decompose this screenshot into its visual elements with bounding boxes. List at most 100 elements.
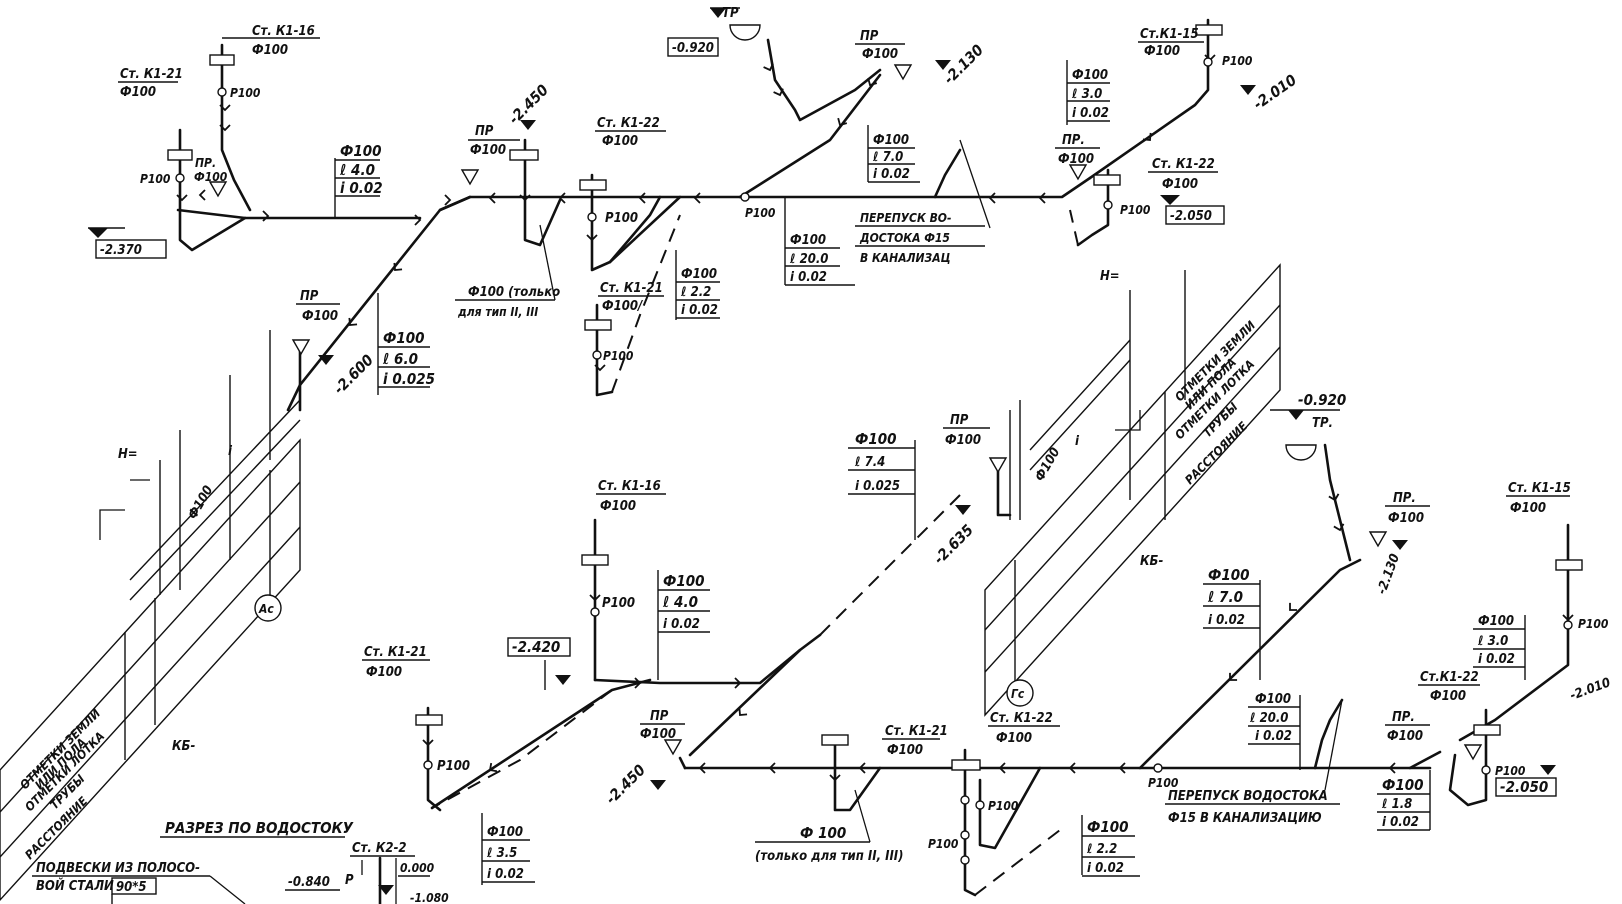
riser-k1-22b-dia: Ф100 [1430, 689, 1466, 704]
spec-box: Ф100 ℓ 2.2 i 0.02 [1081, 815, 1140, 877]
spec-dia: Ф100 [487, 825, 523, 840]
elevation-mark: -2.010 [1568, 675, 1612, 703]
left-profile-table: ОТМЕТКИ ЗЕМЛИ ИЛИ ПОЛА ОТМЕТКИ ЛОТКА ТРУ… [0, 330, 301, 902]
left-fitting-labels: Р100 Р100 Р100 Р100 Р100 Р100 Р100 ПР. Ф… [140, 6, 1253, 363]
riser-k1-15-dia: Ф100 [1510, 501, 1546, 516]
spec-length: ℓ 7.0 [1207, 588, 1243, 606]
spec-dia: Ф100 [681, 267, 717, 282]
left-riser-k1-21b-pipe [595, 303, 614, 397]
pr-label: ПР [300, 289, 319, 304]
riser-k1-15-name: Ст. К1-15 [1508, 481, 1571, 496]
spec-slope: i 0.02 [1072, 106, 1109, 121]
p100-label: Р100 [603, 349, 634, 363]
right-dashed-lower [431, 689, 613, 809]
spec-box: Ф100 ℓ 3.0 i 0.02 [1473, 614, 1526, 680]
pr-label: ПР. [1062, 133, 1085, 148]
right-profile-table: ОТМЕТКИ ЗЕМЛИ ИЛИ ПОЛА ОТМЕТКИ ЛОТКА ТРУ… [984, 263, 1281, 717]
hanger-note-line2: ВОЙ СТАЛИ [36, 878, 114, 894]
pr-label: Ф100 [194, 170, 228, 184]
section-p-mark: Р [345, 873, 354, 888]
riser-k1-15-dia: Ф100 [1144, 44, 1180, 59]
spec-length: ℓ 3.0 [1071, 87, 1102, 102]
spec-length: ℓ 2.2 [680, 285, 711, 300]
right-riser-k1-21 [426, 706, 442, 812]
pr-label: ПР [860, 29, 879, 44]
spec-slope: i 0.02 [1208, 613, 1245, 628]
riser-k1-21b-dia: Ф100 [887, 743, 923, 758]
spec-box: Ф100 ℓ 4.0 i 0.02 [334, 142, 383, 218]
riser-k1-21-dia: Ф100 [366, 665, 402, 680]
left-spec-boxes: Ф100 ℓ 4.0 i 0.02 Ф100 ℓ 6.0 i 0.025 Ф10… [334, 60, 1110, 395]
elevation-mark: -2.635 [930, 521, 977, 568]
profile-pipe-dia: Ф100 [1032, 445, 1063, 484]
elevation-mark: -2.420 [512, 638, 560, 656]
left-dashed-1 [611, 214, 681, 393]
section-circle [254, 594, 282, 622]
left-diagonal-pipe [286, 195, 472, 412]
spec-length: ℓ 4.0 [662, 593, 698, 611]
right-diagonal-up [688, 633, 822, 757]
right-k1-22b-branch [1408, 750, 1442, 770]
spec-length: ℓ 6.0 [382, 350, 418, 368]
elevation-mark: -2.130 [1375, 552, 1403, 596]
bypass-line2: Ф15 В КАНАЛИЗАЦИЮ [1168, 811, 1322, 826]
p100-label: Р100 [1222, 54, 1253, 68]
spec-box: Ф100 ℓ 7.0 i 0.02 [1203, 566, 1261, 680]
spec-dia: Ф100 [873, 133, 909, 148]
right-riser-labels: Ст. К1-16 Ф100 Ст. К1-21 Ф100 Ст. К1-21 … [362, 479, 1571, 758]
profile-slope-mark: i [228, 444, 233, 459]
spec-box: Ф100 ℓ 6.0 i 0.025 [377, 293, 435, 395]
p100-label: Р100 [988, 799, 1019, 813]
p100-label: Р100 [1148, 776, 1179, 790]
spec-slope: i 0.02 [681, 303, 718, 318]
left-riser-k1-16-pipe [220, 43, 252, 212]
note-only-type-line1: Ф100 (только [468, 285, 560, 300]
spec-dia: Ф100 [855, 430, 897, 448]
riser-k1-16-name: Ст. К1-16 [252, 24, 315, 39]
spec-slope: i 0.02 [1255, 729, 1292, 744]
spec-box: Ф100 ℓ 1.8 i 0.02 [1377, 770, 1431, 831]
p100-label: Р100 [1495, 764, 1526, 778]
section-elev-2: 0.000 [400, 861, 435, 875]
right-riser-k1-22-dashed [974, 829, 1061, 896]
spec-slope: i 0.02 [1382, 815, 1419, 830]
p100-label: Р100 [602, 596, 635, 611]
spec-slope: i 0.02 [873, 167, 910, 182]
p100-label: Р100 [745, 206, 776, 220]
p100-label: Р100 [230, 86, 261, 100]
riser-k1-21-dia: Ф100 [120, 85, 156, 100]
section-title: РАЗРЕЗ ПО ВОДОСТОКУ [165, 819, 354, 837]
spec-slope: i 0.02 [1087, 861, 1124, 876]
left-scheme: Ст. К1-16 Ф100 Ст. К1-21 Ф100 Ст. К1-22 … [0, 6, 1300, 902]
riser-k1-22b-name: Ст. К1-22 [1152, 157, 1215, 172]
spec-box: Ф100 ℓ 20.0 i 0.02 [1248, 692, 1301, 770]
p100-label: Р100 [605, 211, 638, 226]
elevation-mark: -2.050 [1500, 778, 1548, 796]
note-only-type-line1: Ф 100 [800, 824, 846, 842]
pr-label: ПР. [1393, 491, 1416, 506]
tr-label: ТР [722, 6, 739, 21]
spec-dia: Ф100 [1478, 614, 1514, 629]
profile-pipe-dia: Ф100 [185, 483, 216, 522]
h-mark: Н= [1100, 269, 1120, 284]
note-only-type-line2: (только для тип II, III) [755, 849, 903, 864]
left-dashed-2 [1069, 209, 1079, 246]
spec-length: ℓ 2.2 [1086, 842, 1117, 857]
elevation-mark: -2.010 [1250, 71, 1300, 113]
pr-label: Ф100 [1058, 152, 1094, 167]
spec-dia: Ф100 [1208, 566, 1250, 584]
right-dashed-diagonal [819, 494, 961, 636]
pr-label: Ф100 [1388, 511, 1424, 526]
pr-label: Ф100 [945, 433, 981, 448]
pr-label: ПР [475, 124, 494, 139]
spec-dia: Ф100 [383, 329, 425, 347]
spec-length: ℓ 4.0 [339, 161, 375, 179]
right-spec-boxes: Ф100 ℓ 7.4 i 0.025 Ф100 ℓ 4.0 i 0.02 Ф10… [481, 430, 1526, 885]
p100-label: Р100 [437, 759, 470, 774]
riser-k1-22-name: Ст. К1-22 [597, 116, 660, 131]
p100-label: Р100 [140, 172, 171, 186]
riser-k1-21b-name: Ст. К1-21 [600, 281, 663, 296]
spec-dia: Ф100 [340, 142, 382, 160]
riser-k1-22-dia: Ф100 [602, 134, 638, 149]
tr-label: ТР. [1312, 416, 1333, 431]
